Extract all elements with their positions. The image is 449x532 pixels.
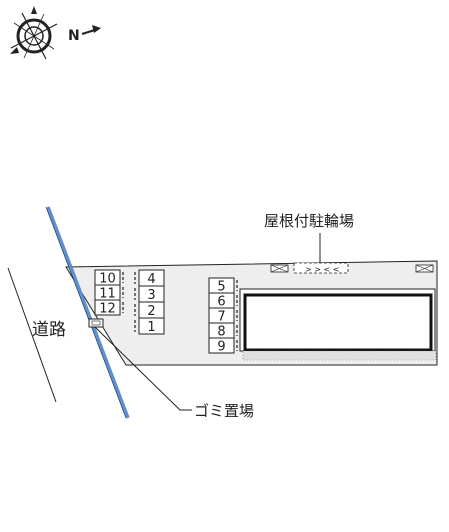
parking-space-number: 5: [217, 280, 225, 295]
parking-space: 11: [94, 284, 124, 302]
bicycle-rack-icon: > > < <: [305, 265, 339, 274]
garbage-label: ゴミ置場: [194, 402, 254, 420]
parking-space-number: 3: [147, 288, 155, 303]
parking-space: 1: [134, 317, 165, 335]
garbage-leader: [94, 326, 192, 411]
compass-north-label: N: [68, 28, 80, 44]
parking-space: 3: [134, 285, 165, 303]
parking-space: 5: [208, 277, 238, 295]
parking-space: 8: [208, 322, 238, 340]
parking-space-number: 12: [99, 302, 116, 317]
parking-space-number: 4: [147, 272, 155, 287]
parking-space-number: 8: [217, 325, 225, 340]
north-arrow-icon: [81, 25, 101, 35]
parking-space-number: 1: [147, 320, 155, 335]
parking-space-number: 11: [99, 287, 116, 302]
compass-rose-icon: [10, 6, 58, 60]
parking-space-number: 7: [217, 310, 225, 325]
bicycle-parking-label: 屋根付駐輪場: [264, 212, 354, 230]
parking-space: 12: [94, 299, 124, 317]
parking-space: 7: [208, 307, 238, 325]
parking-space: 6: [208, 292, 238, 310]
road-label: 道路: [32, 320, 66, 340]
garbage-area: [88, 318, 104, 328]
parking-space-number: 9: [217, 340, 225, 355]
bicycle-parking-area: [293, 262, 349, 274]
parking-space-number: 6: [217, 295, 225, 310]
road-edge-line: [7, 267, 57, 403]
parking-space: 10: [94, 269, 124, 287]
road-boundary: [46, 206, 130, 419]
parking-space-number: 2: [147, 304, 155, 319]
road-boundary-edge: [45, 206, 127, 419]
bicycle-parking: > > < <: [270, 262, 434, 274]
building-dotted-strip: [242, 350, 437, 361]
parking-space: 2: [134, 301, 165, 319]
parking-space: 9: [208, 337, 238, 355]
compass: N: [10, 6, 101, 60]
parking-space: 4: [134, 269, 165, 287]
parking-space-number: 10: [99, 272, 116, 287]
building: [239, 288, 437, 361]
